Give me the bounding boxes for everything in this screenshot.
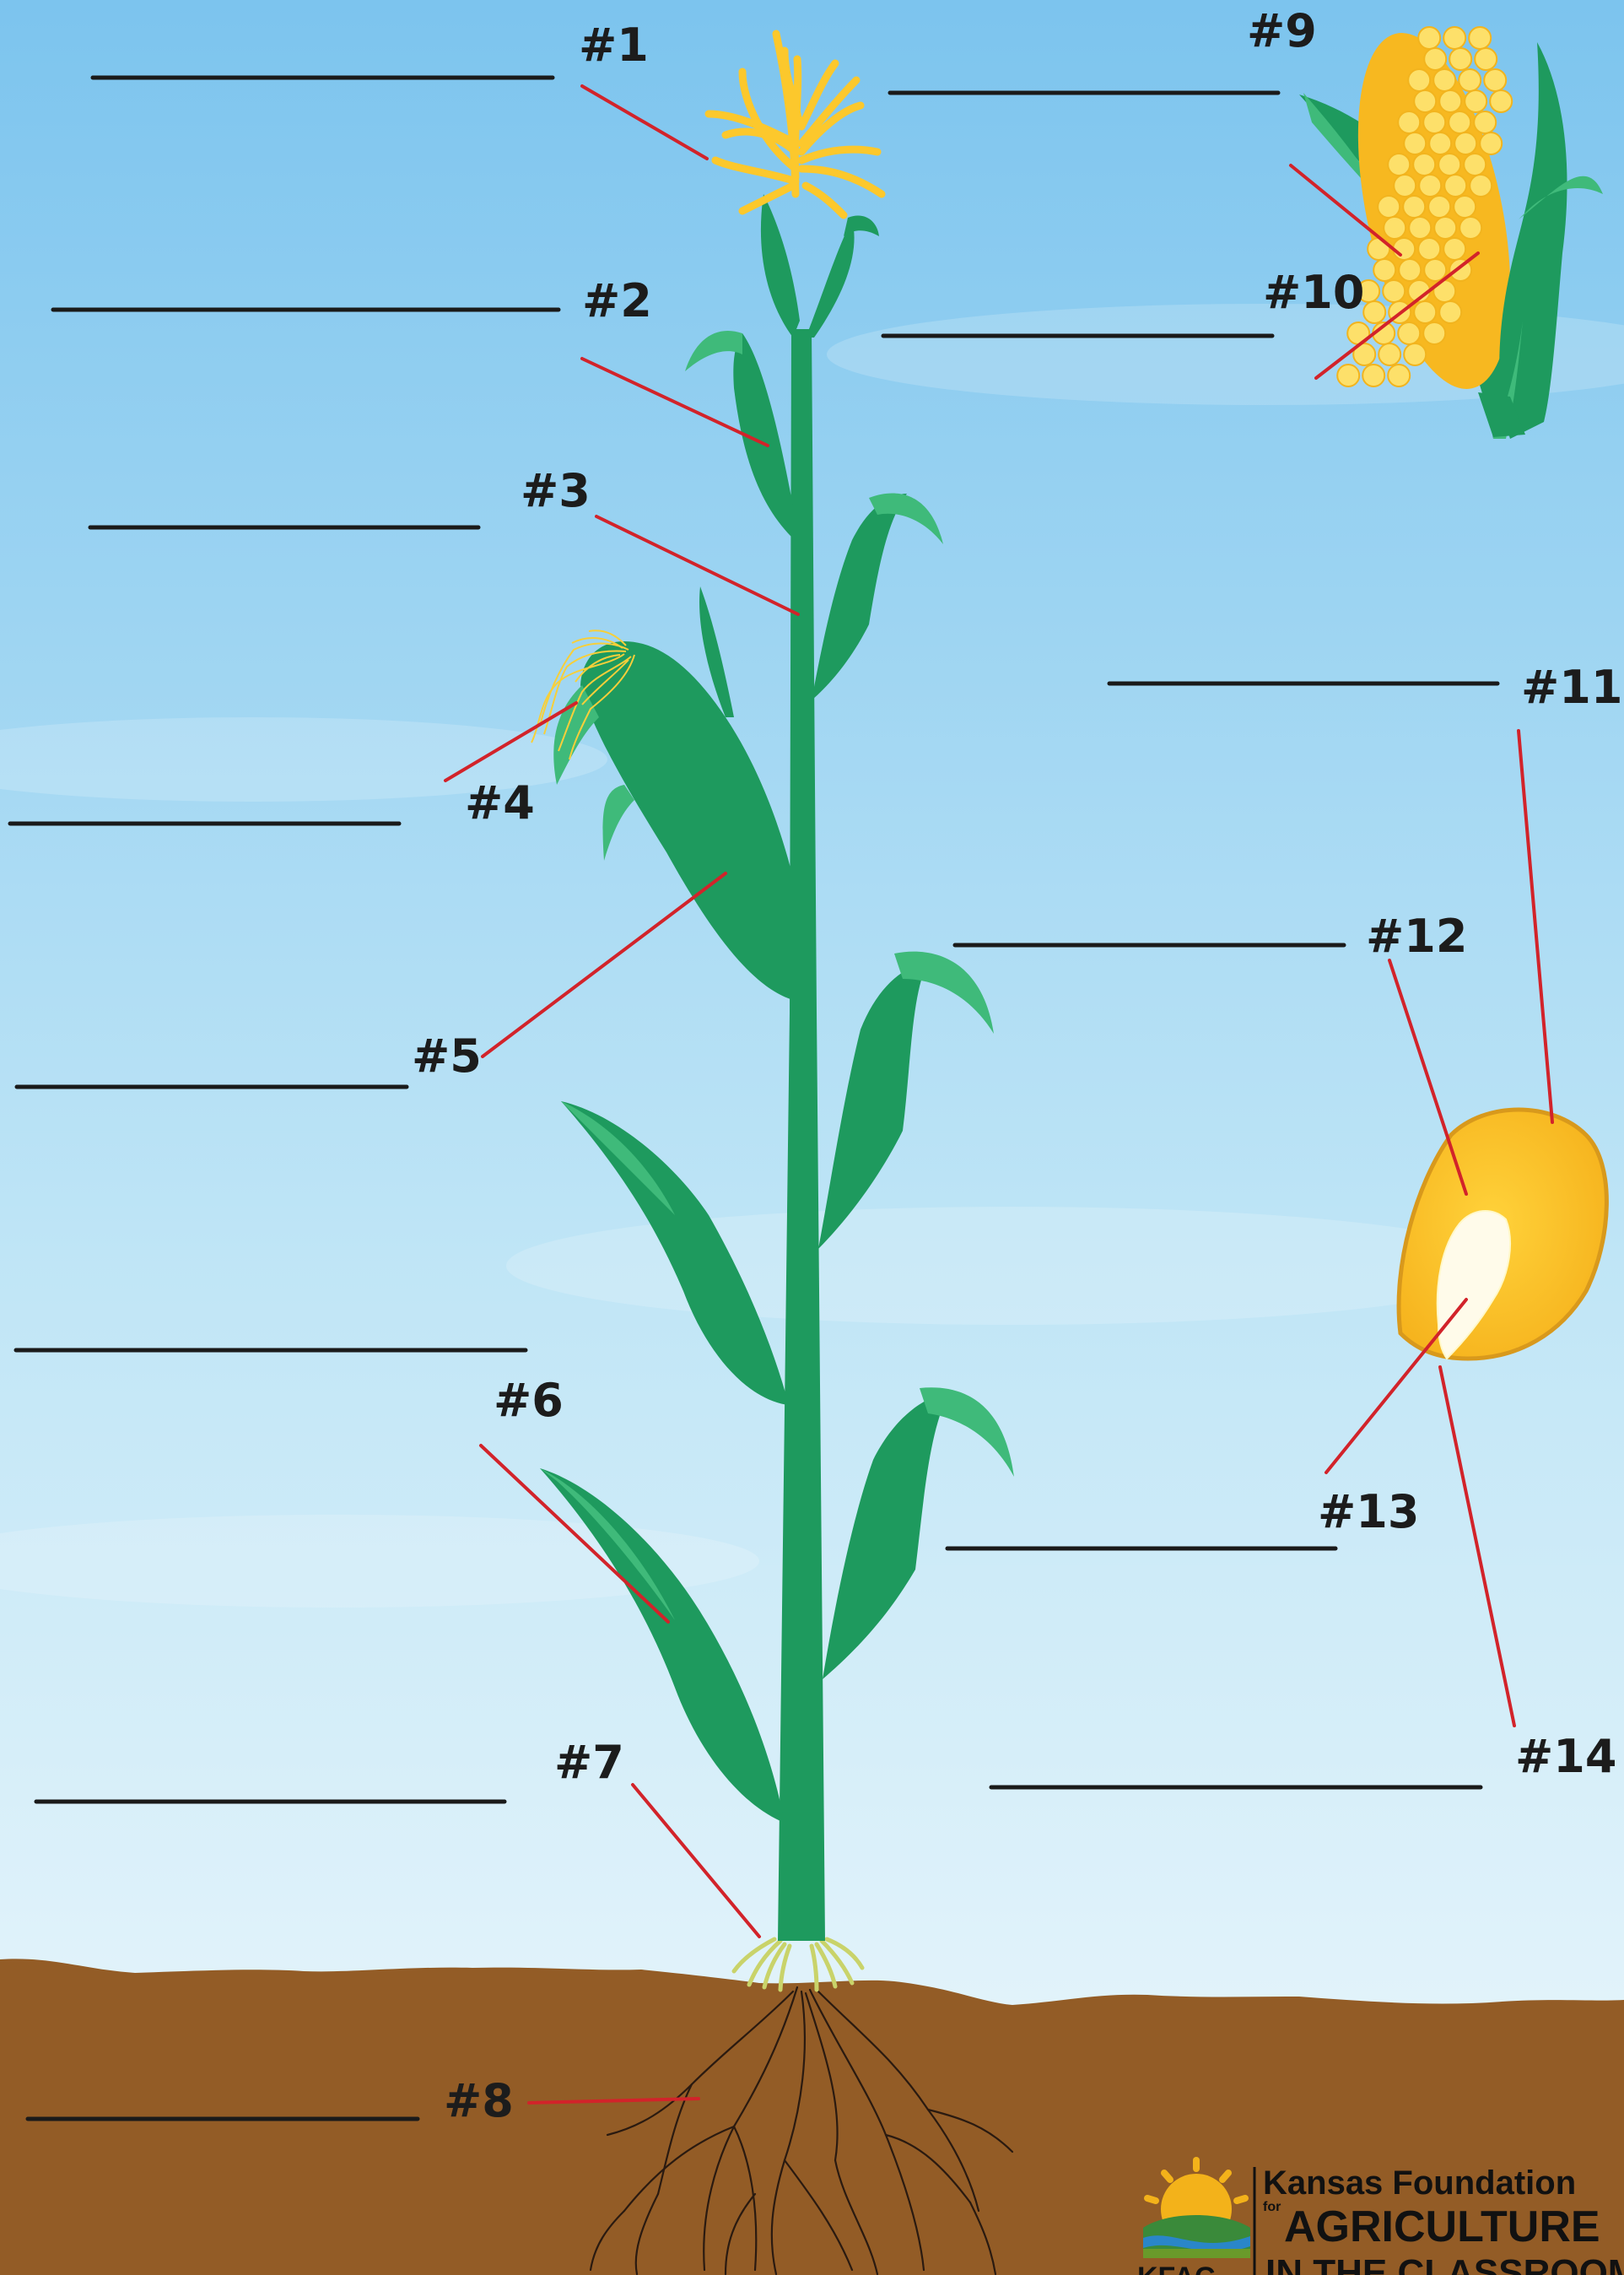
label-9: #9 xyxy=(1247,4,1317,57)
cob-kernel xyxy=(1398,111,1420,133)
cob-kernel xyxy=(1398,322,1420,344)
label-12: #12 xyxy=(1366,910,1467,963)
label-10: #10 xyxy=(1263,266,1364,319)
cob-kernel xyxy=(1413,154,1435,176)
label-3: #3 xyxy=(521,464,591,517)
label-2: #2 xyxy=(582,274,652,327)
cob-kernel xyxy=(1443,238,1465,260)
cob-kernel xyxy=(1428,196,1450,218)
cob-kernel xyxy=(1378,196,1400,218)
label-8: #8 xyxy=(444,2074,514,2127)
label-6: #6 xyxy=(494,1374,564,1427)
cob-kernel xyxy=(1449,48,1471,70)
label-1: #1 xyxy=(579,19,649,72)
cob-kernel xyxy=(1423,322,1445,344)
cob-kernel xyxy=(1433,69,1455,91)
cob-kernel xyxy=(1393,238,1415,260)
label-14: #14 xyxy=(1515,1730,1616,1783)
cob-kernel xyxy=(1423,111,1445,133)
cob-kernel xyxy=(1424,259,1446,281)
cob-kernel xyxy=(1469,27,1491,49)
cob-kernel xyxy=(1414,301,1436,323)
cob-kernel xyxy=(1459,217,1481,239)
label-5: #5 xyxy=(412,1029,482,1083)
cob-kernel xyxy=(1490,90,1512,112)
cob-kernel xyxy=(1484,69,1506,91)
cob-kernel xyxy=(1438,154,1460,176)
cob-kernel xyxy=(1449,111,1470,133)
cob-kernel xyxy=(1362,365,1384,386)
cob-kernel xyxy=(1384,217,1405,239)
cob-kernel xyxy=(1454,196,1476,218)
label-7: #7 xyxy=(554,1736,624,1789)
logo-acronym: KFAC xyxy=(1137,2261,1216,2275)
label-11: #11 xyxy=(1521,661,1622,714)
logo-line3: IN THE CLASSROOM xyxy=(1265,2252,1624,2275)
logo-for: for xyxy=(1263,2200,1281,2214)
cob-kernel xyxy=(1383,280,1405,302)
cob-kernel xyxy=(1443,27,1465,49)
cob-kernel xyxy=(1434,217,1456,239)
cob-kernel xyxy=(1404,343,1426,365)
cob-kernel xyxy=(1464,154,1486,176)
cob-kernel xyxy=(1439,90,1461,112)
logo-line2: AGRICULTURE xyxy=(1284,2202,1600,2251)
cob-kernel xyxy=(1444,175,1466,197)
cob-kernel xyxy=(1409,217,1431,239)
cob-kernel xyxy=(1379,343,1400,365)
cob-kernel xyxy=(1408,69,1430,91)
cob-kernel xyxy=(1419,175,1441,197)
cob-kernel xyxy=(1337,365,1359,386)
cob-kernel xyxy=(1474,111,1496,133)
label-4: #4 xyxy=(465,776,535,829)
cob-kernel xyxy=(1459,69,1481,91)
logo-line1: Kansas Foundation xyxy=(1263,2164,1576,2202)
cob-kernel xyxy=(1465,90,1486,112)
cob-kernel xyxy=(1394,175,1416,197)
cob-kernel xyxy=(1470,175,1492,197)
cob-kernel xyxy=(1439,301,1461,323)
cob-kernel xyxy=(1363,301,1385,323)
cob-kernel xyxy=(1454,132,1476,154)
cob-kernel xyxy=(1418,27,1440,49)
cob-kernel xyxy=(1475,48,1497,70)
cob-kernel xyxy=(1480,132,1502,154)
cob-kernel xyxy=(1399,259,1421,281)
cob-kernel xyxy=(1404,132,1426,154)
label-13: #13 xyxy=(1318,1485,1419,1538)
cob-kernel xyxy=(1424,48,1446,70)
cob-kernel xyxy=(1388,154,1410,176)
cob-kernel xyxy=(1403,196,1425,218)
cob-kernel xyxy=(1418,238,1440,260)
cob-kernel xyxy=(1429,132,1451,154)
cob-kernel xyxy=(1414,90,1436,112)
kfac-logo: KFAC Kansas Foundation for AGRICULTURE I… xyxy=(1137,2160,1624,2275)
cob-kernel xyxy=(1373,259,1395,281)
cob-kernel xyxy=(1388,365,1410,386)
